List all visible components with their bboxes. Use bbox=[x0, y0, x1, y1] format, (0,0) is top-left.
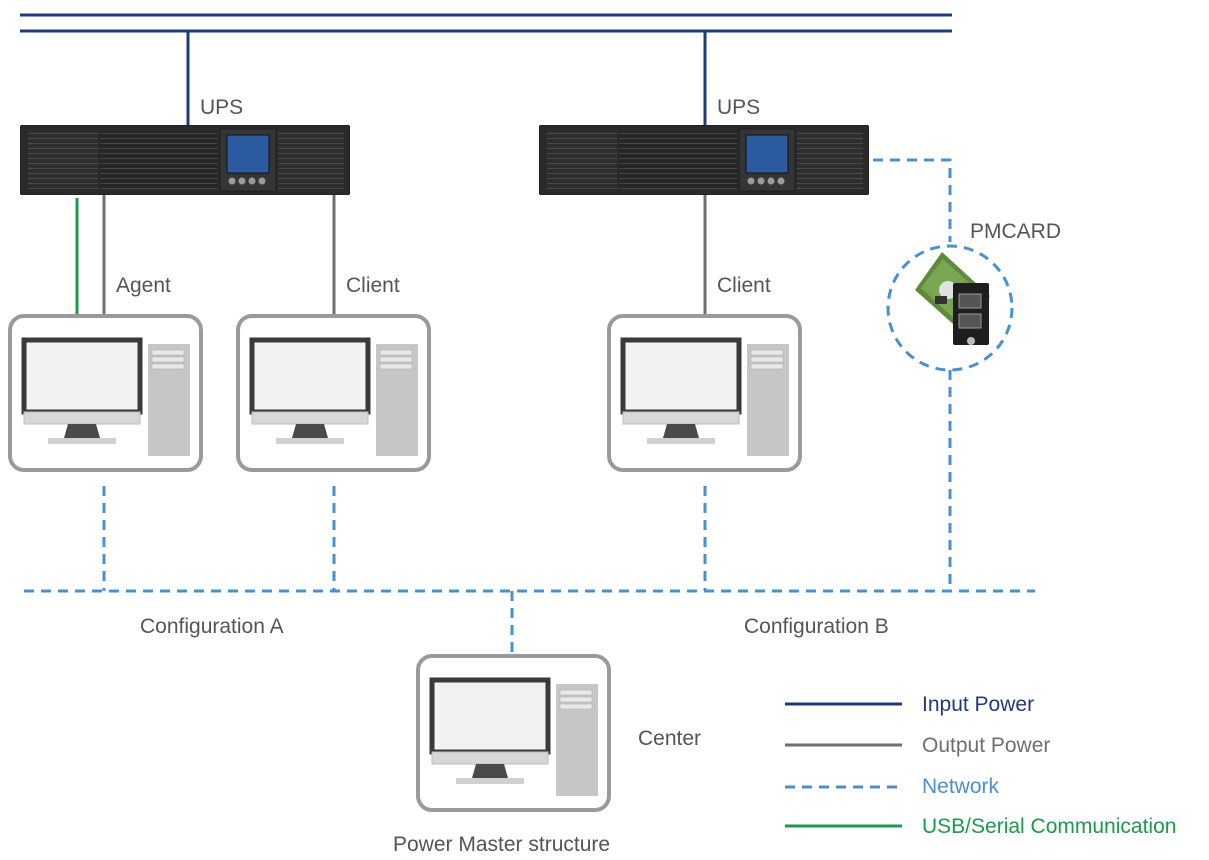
ups-a-label: UPS bbox=[200, 96, 244, 119]
legend-markers bbox=[785, 702, 902, 828]
legend-input-power-label: Input Power bbox=[922, 693, 1035, 716]
center-computer-icon bbox=[418, 656, 609, 810]
agent-computer-icon bbox=[10, 316, 201, 470]
network-lines bbox=[24, 158, 1035, 654]
input-power-bus bbox=[20, 13, 952, 125]
configuration-a-label: Configuration A bbox=[140, 615, 284, 638]
client-a-label: Client bbox=[346, 274, 400, 297]
ups-b-icon bbox=[539, 125, 869, 195]
configuration-b-label: Configuration B bbox=[744, 615, 889, 638]
legend-output-power-label: Output Power bbox=[922, 734, 1051, 757]
pmcard-label: PMCARD bbox=[970, 220, 1062, 243]
ups-b-label: UPS bbox=[717, 96, 761, 119]
legend-usb-label: USB/Serial Communication bbox=[922, 815, 1177, 838]
client-a-computer-icon bbox=[238, 316, 429, 470]
client-b-computer-icon bbox=[609, 316, 800, 470]
diagram-caption: Power Master structure bbox=[393, 833, 611, 856]
client-b-label: Client bbox=[717, 274, 771, 297]
agent-label: Agent bbox=[116, 274, 171, 297]
output-power-lines bbox=[102, 195, 707, 314]
pmcard-boundary bbox=[886, 244, 1014, 372]
legend-network-label: Network bbox=[922, 775, 1000, 798]
center-label: Center bbox=[638, 727, 702, 750]
ups-a-icon bbox=[20, 125, 350, 195]
pmcard-icon bbox=[915, 252, 990, 345]
